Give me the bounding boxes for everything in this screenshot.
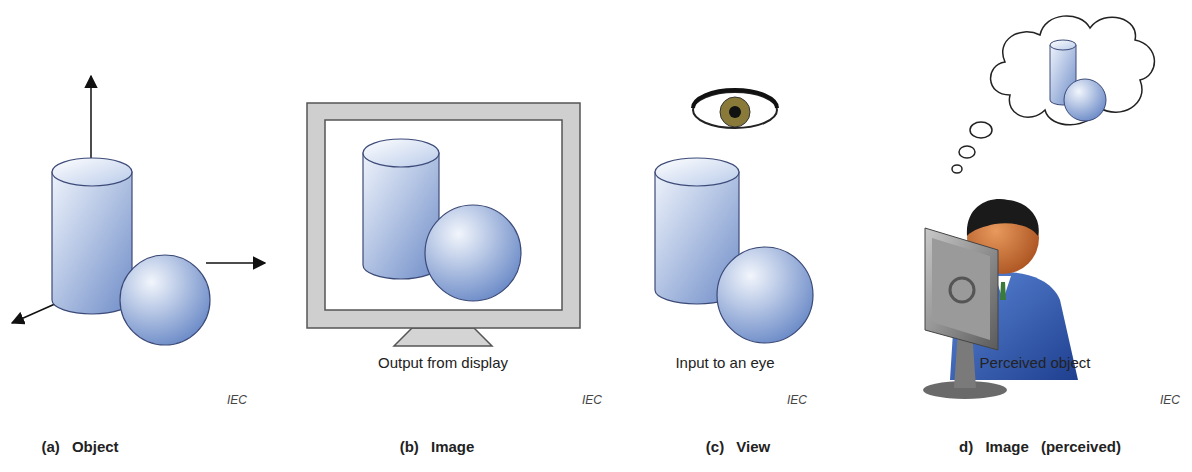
thought-sphere (1064, 79, 1106, 121)
figure-label: (c) View (706, 438, 770, 455)
caption-text: Output from display (378, 354, 508, 371)
figure-label: (b) Image (400, 438, 475, 455)
figure-label: d) Image (perceived) (959, 438, 1121, 455)
eye-symbol (693, 90, 777, 128)
view-sphere (717, 247, 813, 343)
figure-label: (a) Object (41, 438, 118, 455)
display-monitor (307, 103, 580, 346)
source-mark: IEC (227, 393, 247, 407)
caption-text: Perceived object (980, 354, 1091, 371)
thought-cloud (952, 16, 1154, 173)
source-mark: IEC (582, 393, 602, 407)
display-sphere (425, 205, 521, 301)
source-mark: IEC (1160, 393, 1180, 407)
caption-text: Input to an eye (675, 354, 774, 371)
object-sphere (120, 255, 210, 345)
computer-monitor-icon (923, 228, 1007, 399)
object-cylinder (52, 158, 132, 314)
source-mark: IEC (787, 393, 807, 407)
